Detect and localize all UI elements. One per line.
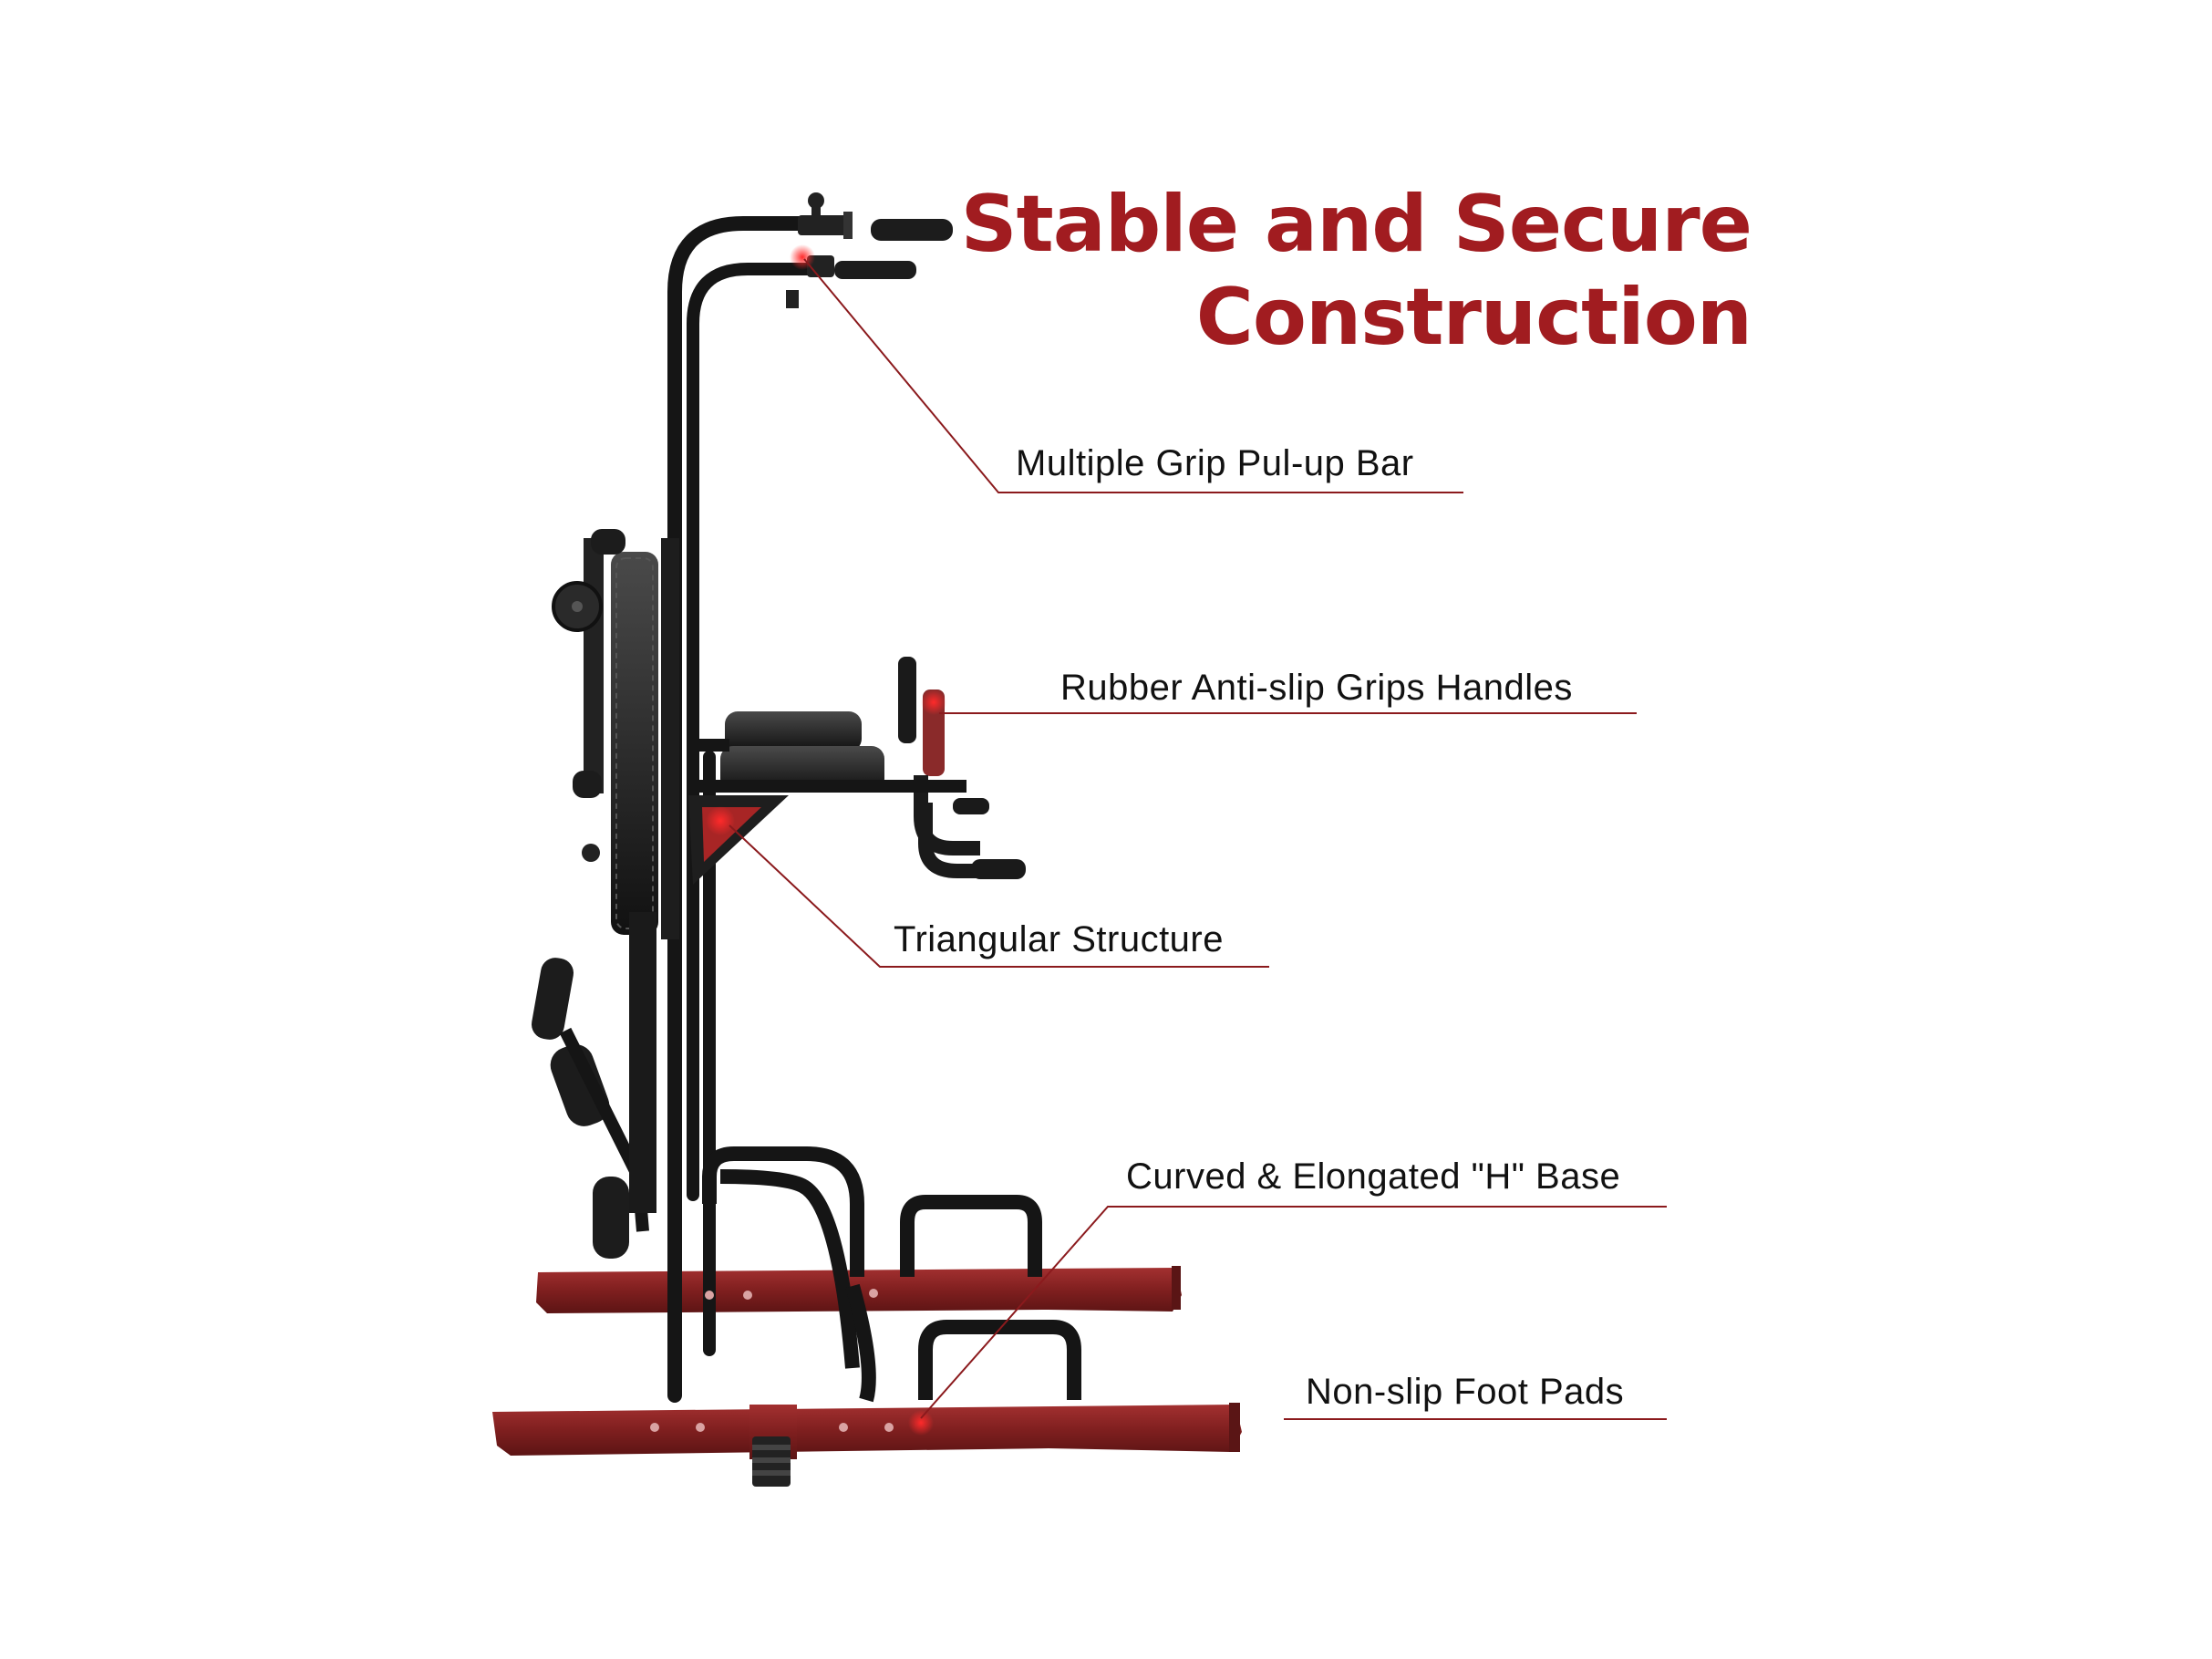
callout-triangular-structure: Triangular Structure	[894, 919, 1224, 959]
pullup-bar-handles	[786, 192, 953, 308]
callout-glow-points	[706, 244, 946, 1436]
callout-foot-pads: Non-slip Foot Pads	[1306, 1372, 1625, 1412]
backrest	[552, 529, 679, 939]
h-base-frame	[702, 1146, 1081, 1403]
front-base-bar	[492, 1403, 1242, 1487]
headline: Stable and Secure Construction	[961, 178, 1752, 364]
triangular-gusset	[688, 795, 789, 885]
headline-line-2: Construction	[1195, 272, 1752, 363]
base-bolts	[650, 1289, 894, 1432]
callout-pullup-bar: Multiple Grip Pul-up Bar	[1016, 443, 1414, 483]
dip-station	[693, 657, 1026, 879]
callout-grips: Rubber Anti-slip Grips Handles	[1060, 668, 1573, 708]
headline-line-1: Stable and Secure	[960, 179, 1752, 270]
callout-h-base: Curved & Elongated "H" Base	[1126, 1156, 1621, 1197]
leg-rollers	[531, 912, 656, 1259]
callout-leader-lines	[729, 258, 1667, 1420]
